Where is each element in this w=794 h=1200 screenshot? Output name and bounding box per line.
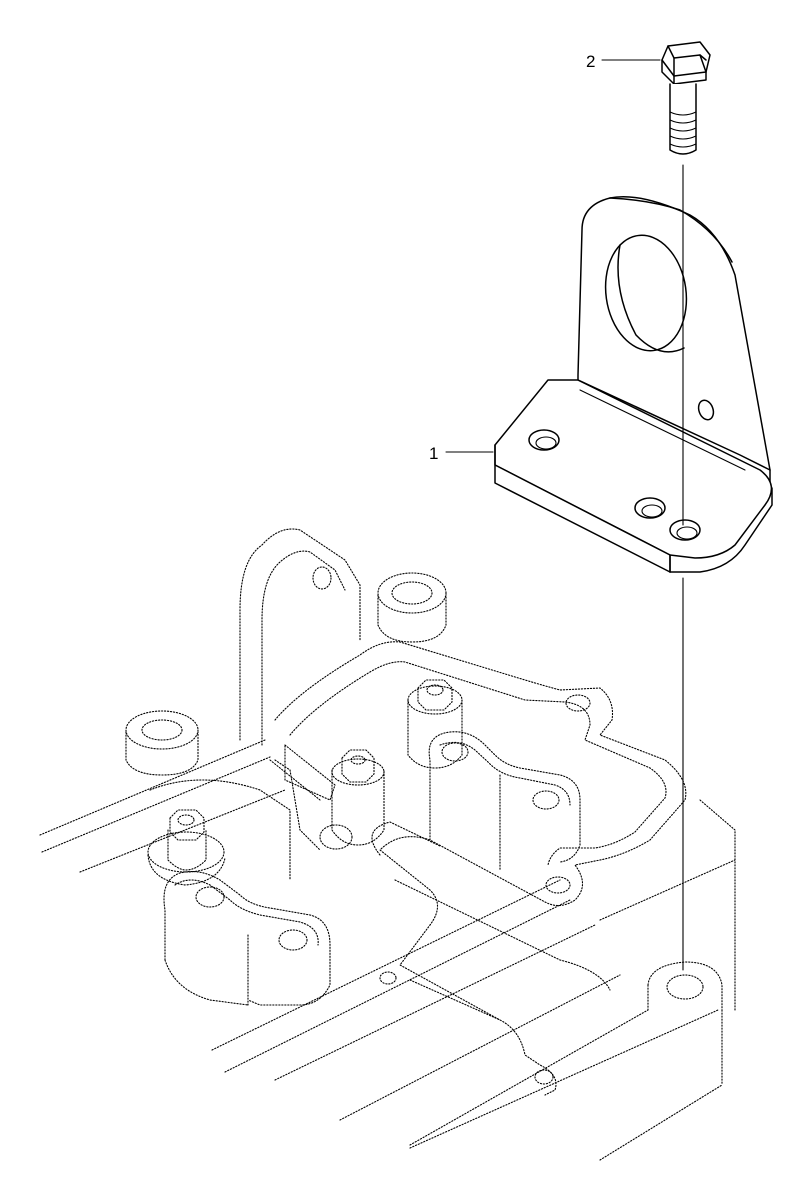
callout-1: 1 <box>429 444 494 463</box>
part-bolt <box>661 41 711 155</box>
stud-nut-left <box>147 809 226 886</box>
valve-cover-flange <box>269 641 687 1096</box>
cylinder-head-assembly <box>39 528 736 1161</box>
part-bracket <box>494 196 773 573</box>
callout-2: 2 <box>586 52 661 71</box>
callout-2-number: 2 <box>586 52 595 71</box>
callout-1-number: 1 <box>429 444 438 463</box>
spacer-left <box>125 710 199 776</box>
rear-mounting-plate <box>239 528 361 746</box>
head-mounting-boss <box>647 961 723 1011</box>
left-rocker-pedestal <box>163 871 331 1006</box>
spacer-right <box>377 572 447 643</box>
center-rocker-pedestal <box>428 731 581 871</box>
inner-ridges <box>149 759 611 1021</box>
stud-nut-middle <box>331 749 385 846</box>
stud-nut-top <box>407 679 463 769</box>
head-base-rails <box>39 739 736 1161</box>
